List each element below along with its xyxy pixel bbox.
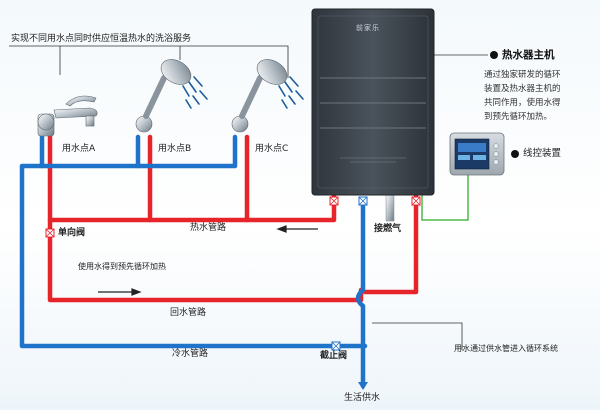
- heater-title: 热水器主机: [490, 50, 555, 61]
- faucet-icon: [37, 95, 98, 137]
- supply-inlet-marker: [358, 382, 368, 390]
- water-heater-unit: [311, 8, 435, 196]
- heater-desc-line: 通过独家研发的循环: [484, 70, 561, 80]
- return-pipe-label: 回水管路: [170, 308, 207, 318]
- wire-controller-device: [449, 132, 505, 176]
- supply-note: 用水通过供水管进入循环系统: [454, 344, 558, 353]
- controller-title: 线控装置: [511, 149, 561, 159]
- heater-valve-return: [411, 196, 421, 206]
- shower-head-icon-c: [231, 59, 304, 133]
- supply-leader-line: [372, 322, 463, 350]
- stop-valve-label: 截止阀: [320, 351, 348, 361]
- heater-brand: 前家乐: [356, 24, 380, 32]
- check-valve-icon: [45, 228, 55, 238]
- cold-pipe-label: 冷水管路: [172, 349, 209, 359]
- heater-valve-hot: [329, 196, 339, 206]
- preheat-note: 使用水得到预先循环加热: [78, 262, 166, 271]
- heater-valve-cold: [358, 196, 368, 206]
- supply-label: 生活供水: [344, 393, 381, 403]
- header-caption: 实现不同用水点同时供应恒温热水的洗浴服务: [11, 34, 192, 44]
- check-valve-label: 单向阀: [58, 228, 86, 238]
- hot-pipe-label: 热水管路: [190, 223, 227, 233]
- shower-head-icon-b: [135, 59, 208, 133]
- flow-arrow-hot: [276, 225, 318, 233]
- water-point-b: 用水点B: [158, 144, 192, 154]
- bullet-icon: [490, 51, 498, 59]
- heater-desc-line: 到预先循环加热。: [484, 112, 553, 122]
- heater-description: 通过独家研发的循环 装置及热水器主机的 共同作用，使用水得 到预先循环加热。: [484, 68, 561, 124]
- heater-desc-line: 共同作用，使用水得: [484, 98, 561, 108]
- water-point-c: 用水点C: [255, 144, 289, 154]
- gas-label: 接燃气: [374, 224, 402, 234]
- flow-arrow-return: [98, 288, 142, 296]
- bullet-icon: [511, 149, 519, 158]
- heater-desc-line: 装置及热水器主机的: [484, 84, 561, 94]
- header-leader-line: [9, 45, 289, 78]
- gas-inlet: [385, 192, 395, 222]
- cold-pipe: [19, 134, 368, 389]
- stop-valve-icon: [331, 341, 341, 351]
- water-point-a: 用水点A: [62, 144, 96, 154]
- control-wire: [421, 175, 469, 221]
